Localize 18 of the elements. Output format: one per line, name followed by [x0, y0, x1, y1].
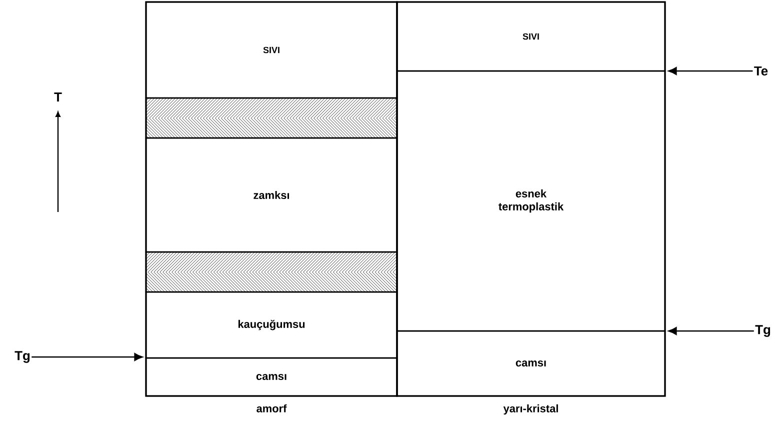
- phase-band: camsı: [145, 357, 398, 397]
- temperature-label: Te: [754, 66, 768, 76]
- node-label: yarı-kristal: [503, 404, 558, 415]
- arrow: [32, 353, 143, 361]
- phase-band: zamksı: [145, 137, 398, 253]
- phase-band: kauçuğumsu: [145, 291, 398, 359]
- node-label: amorf: [256, 404, 287, 412]
- phase-band: SIVI: [145, 1, 398, 99]
- arrow: [668, 327, 754, 335]
- phase-band: camsı: [396, 330, 666, 397]
- hatched-band: [145, 251, 398, 293]
- phase-band: SIVI: [396, 1, 666, 72]
- hatched-band: [145, 97, 398, 139]
- temperature-label: Tg: [14, 351, 30, 363]
- arrow: [668, 67, 753, 75]
- axis-label: T: [54, 92, 62, 102]
- phase-band: esnek termoplastik: [396, 70, 666, 332]
- temperature-label: Tg: [755, 325, 770, 337]
